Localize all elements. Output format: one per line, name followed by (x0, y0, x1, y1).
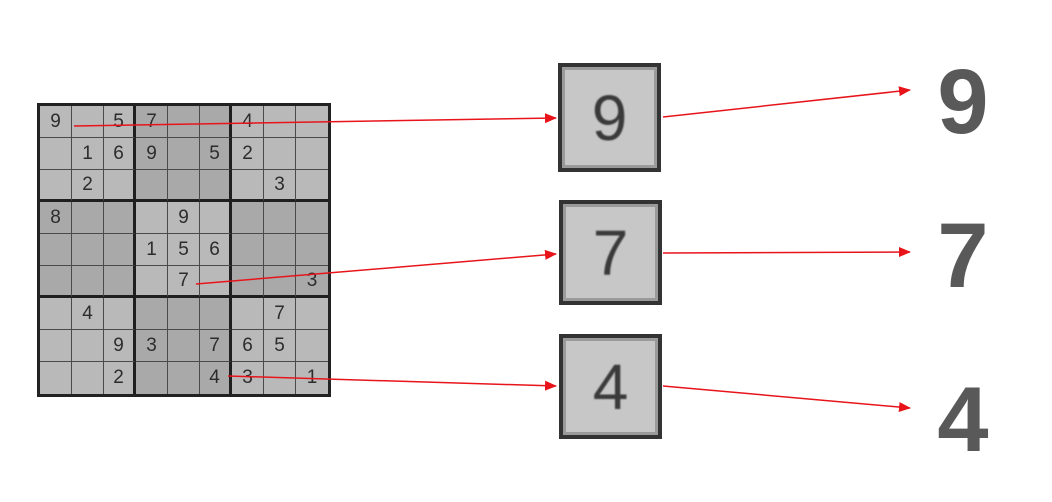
sudoku-cell (104, 266, 136, 298)
sudoku-cell (296, 138, 328, 170)
sudoku-cell (136, 362, 168, 394)
sudoku-cell (72, 266, 104, 298)
sudoku-cell (200, 202, 232, 234)
sudoku-cell (136, 298, 168, 330)
sudoku-cell: 7 (200, 330, 232, 362)
arrow-crop-9-to-result (662, 86, 911, 118)
sudoku-cell: 3 (264, 170, 296, 202)
sudoku-cell (200, 106, 232, 138)
sudoku-cell: 9 (40, 106, 72, 138)
result-digit-9: 9 (937, 51, 989, 153)
sudoku-cell (136, 170, 168, 202)
sudoku-cell (136, 202, 168, 234)
sudoku-cell (296, 170, 328, 202)
sudoku-cell (232, 202, 264, 234)
sudoku-cell (296, 330, 328, 362)
sudoku-cell: 7 (136, 106, 168, 138)
sudoku-cell (168, 106, 200, 138)
sudoku-cell (264, 202, 296, 234)
sudoku-cell (296, 234, 328, 266)
sudoku-cell (296, 298, 328, 330)
sudoku-cell (264, 138, 296, 170)
sudoku-cell (200, 298, 232, 330)
arrow-crop-4-to-result (662, 385, 911, 413)
crop-9: 9 (558, 63, 661, 172)
sudoku-cell (200, 170, 232, 202)
sudoku-cell (72, 106, 104, 138)
sudoku-cell: 2 (72, 170, 104, 202)
sudoku-cell: 8 (40, 202, 72, 234)
sudoku-cell: 7 (168, 266, 200, 298)
sudoku-cell (232, 266, 264, 298)
arrow-cell-9-to-crop (73, 113, 557, 127)
result-digit-4: 4 (937, 369, 989, 471)
arrow-cell-4-to-crop (227, 375, 557, 391)
sudoku-cell: 3 (232, 362, 264, 394)
sudoku-cell (40, 138, 72, 170)
sudoku-cell (296, 202, 328, 234)
sudoku-cell (40, 330, 72, 362)
sudoku-cell: 5 (104, 106, 136, 138)
crop-digit: 9 (591, 81, 628, 154)
sudoku-cell (104, 202, 136, 234)
sudoku-cell (232, 298, 264, 330)
sudoku-cell (72, 234, 104, 266)
sudoku-cell (104, 234, 136, 266)
sudoku-cell: 4 (72, 298, 104, 330)
sudoku-cell (168, 298, 200, 330)
sudoku-cell (168, 362, 200, 394)
sudoku-cell: 2 (232, 138, 264, 170)
sudoku-cell: 1 (136, 234, 168, 266)
sudoku-cell (40, 234, 72, 266)
sudoku-cell (40, 170, 72, 202)
result-digit-7: 7 (937, 205, 989, 307)
sudoku-cell: 2 (104, 362, 136, 394)
sudoku-cell (104, 170, 136, 202)
sudoku-cell (232, 170, 264, 202)
sudoku-cell (72, 362, 104, 394)
arrow-cell-7-to-crop (195, 249, 557, 285)
sudoku-cell: 9 (104, 330, 136, 362)
arrow-crop-7-to-result (662, 247, 911, 258)
sudoku-cell: 1 (72, 138, 104, 170)
sudoku-cell: 5 (264, 330, 296, 362)
sudoku-cell (40, 298, 72, 330)
sudoku-cell (232, 234, 264, 266)
sudoku-cell: 5 (200, 138, 232, 170)
sudoku-cell: 5 (168, 234, 200, 266)
sudoku-cell: 6 (104, 138, 136, 170)
sudoku-cell (104, 298, 136, 330)
sudoku-cell (168, 330, 200, 362)
sudoku-cell: 9 (136, 138, 168, 170)
sudoku-cell (136, 266, 168, 298)
sudoku-cell (168, 170, 200, 202)
sudoku-cell: 4 (232, 106, 264, 138)
crop-7: 7 (559, 200, 662, 305)
sudoku-cell (40, 266, 72, 298)
crop-digit: 4 (592, 350, 629, 423)
sudoku-cell (168, 138, 200, 170)
sudoku-cell (264, 266, 296, 298)
sudoku-cell (72, 330, 104, 362)
sudoku-cell: 9 (168, 202, 200, 234)
crop-4: 4 (559, 334, 662, 439)
sudoku-cell: 3 (136, 330, 168, 362)
sudoku-cell (40, 362, 72, 394)
sudoku-cell: 6 (232, 330, 264, 362)
crop-digit: 7 (592, 216, 629, 289)
sudoku-cell: 4 (200, 362, 232, 394)
sudoku-cell: 7 (264, 298, 296, 330)
sudoku-cell (72, 202, 104, 234)
sudoku-cell: 6 (200, 234, 232, 266)
sudoku-cell (264, 234, 296, 266)
sudoku-cell: 3 (296, 266, 328, 298)
